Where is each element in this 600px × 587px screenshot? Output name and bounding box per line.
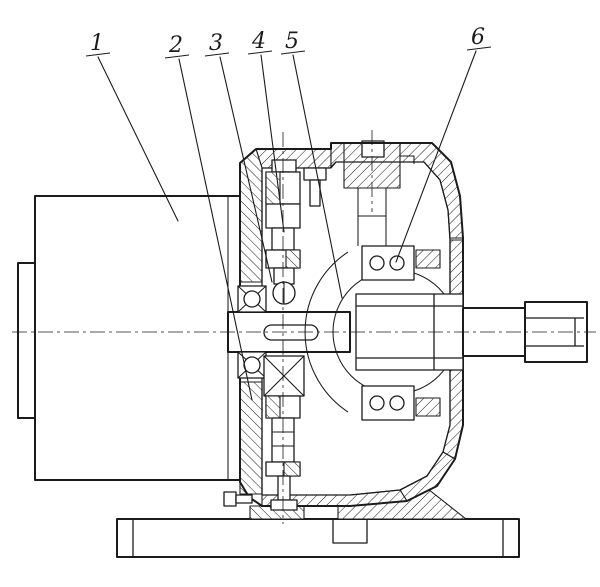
roller-circle (389, 255, 405, 271)
output-bearings (361, 245, 441, 421)
leader-line (178, 58, 253, 401)
callout-1: 1 (85, 31, 179, 222)
callout-number: 5 (285, 29, 299, 54)
gear-stack-part-hatched (265, 395, 281, 419)
bearing-block-hatched (415, 397, 441, 417)
wall-hatch-right-upper (449, 239, 464, 295)
callout-number: 1 (90, 31, 104, 56)
housing-outer-contour-lower (239, 195, 464, 507)
roller-circle (369, 395, 385, 411)
input-bearing-upper-ball (243, 290, 261, 308)
input-shaft-keyway-slot (263, 324, 319, 341)
flange-hatch-lower (239, 381, 263, 495)
bearing-block-hatched (415, 249, 441, 269)
housing-joint-bolt-shank (309, 179, 321, 207)
callout-6: 6 (395, 25, 492, 263)
callout-underline (85, 52, 111, 57)
input-bearing-lower-ball (243, 356, 261, 374)
drain-bolt (223, 491, 253, 507)
centerlines (12, 130, 596, 524)
callout-2: 2 (164, 33, 253, 401)
top-boss-slot (361, 140, 385, 158)
upper-bearing-seat (357, 188, 387, 246)
eccentric-bearing-diagonal (263, 355, 305, 397)
callout-number: 2 (168, 33, 183, 58)
callout-underline (164, 54, 190, 59)
motor (17, 195, 241, 481)
callout-underline (466, 46, 492, 51)
callout-underline (204, 52, 230, 57)
leader-line (395, 50, 477, 263)
callouts: 1 2 3 4 5 6 (85, 25, 492, 401)
leader-line (97, 56, 179, 222)
base-center-step (332, 519, 368, 544)
motor-body (34, 195, 241, 481)
gear-stack-part-hatched (285, 249, 301, 269)
base-outline (116, 518, 520, 558)
drain-bolt-shank (235, 494, 253, 504)
roller-circle (369, 255, 385, 271)
wall-hatch-right-lower (442, 369, 464, 460)
housing-inner-contour-upper (262, 161, 451, 294)
callout-underline (280, 50, 306, 55)
callout-underline (247, 50, 273, 55)
flange-hatch-upper (239, 148, 263, 283)
callout-number: 3 (209, 31, 223, 56)
motor-end-cap (17, 262, 36, 419)
leader-line (260, 54, 285, 233)
roller-circle (389, 395, 405, 411)
callout-3: 3 (204, 31, 273, 283)
leader-line (219, 56, 273, 283)
stack-bottom-bolt-shank (277, 475, 291, 501)
drain-bolt-head (223, 491, 237, 507)
housing-joint-bolt (303, 167, 327, 207)
callout-number: 6 (471, 25, 485, 50)
callout-5: 5 (280, 29, 343, 299)
gear-stack-part-hatched (283, 461, 301, 477)
stack-bottom-bolt-head (270, 499, 298, 511)
housing-contours (239, 142, 464, 507)
top-boss-bracket-line (400, 155, 415, 164)
callout-4: 4 (247, 29, 285, 233)
housing-outer-contour-upper (239, 142, 464, 309)
leader-line (292, 54, 343, 299)
housing-joint-bolt-head (303, 167, 327, 181)
callout-number: 4 (251, 29, 266, 54)
housing-inner-contour-lower (262, 370, 451, 496)
machine-base (116, 518, 520, 558)
gear-stack-lower (263, 355, 305, 511)
